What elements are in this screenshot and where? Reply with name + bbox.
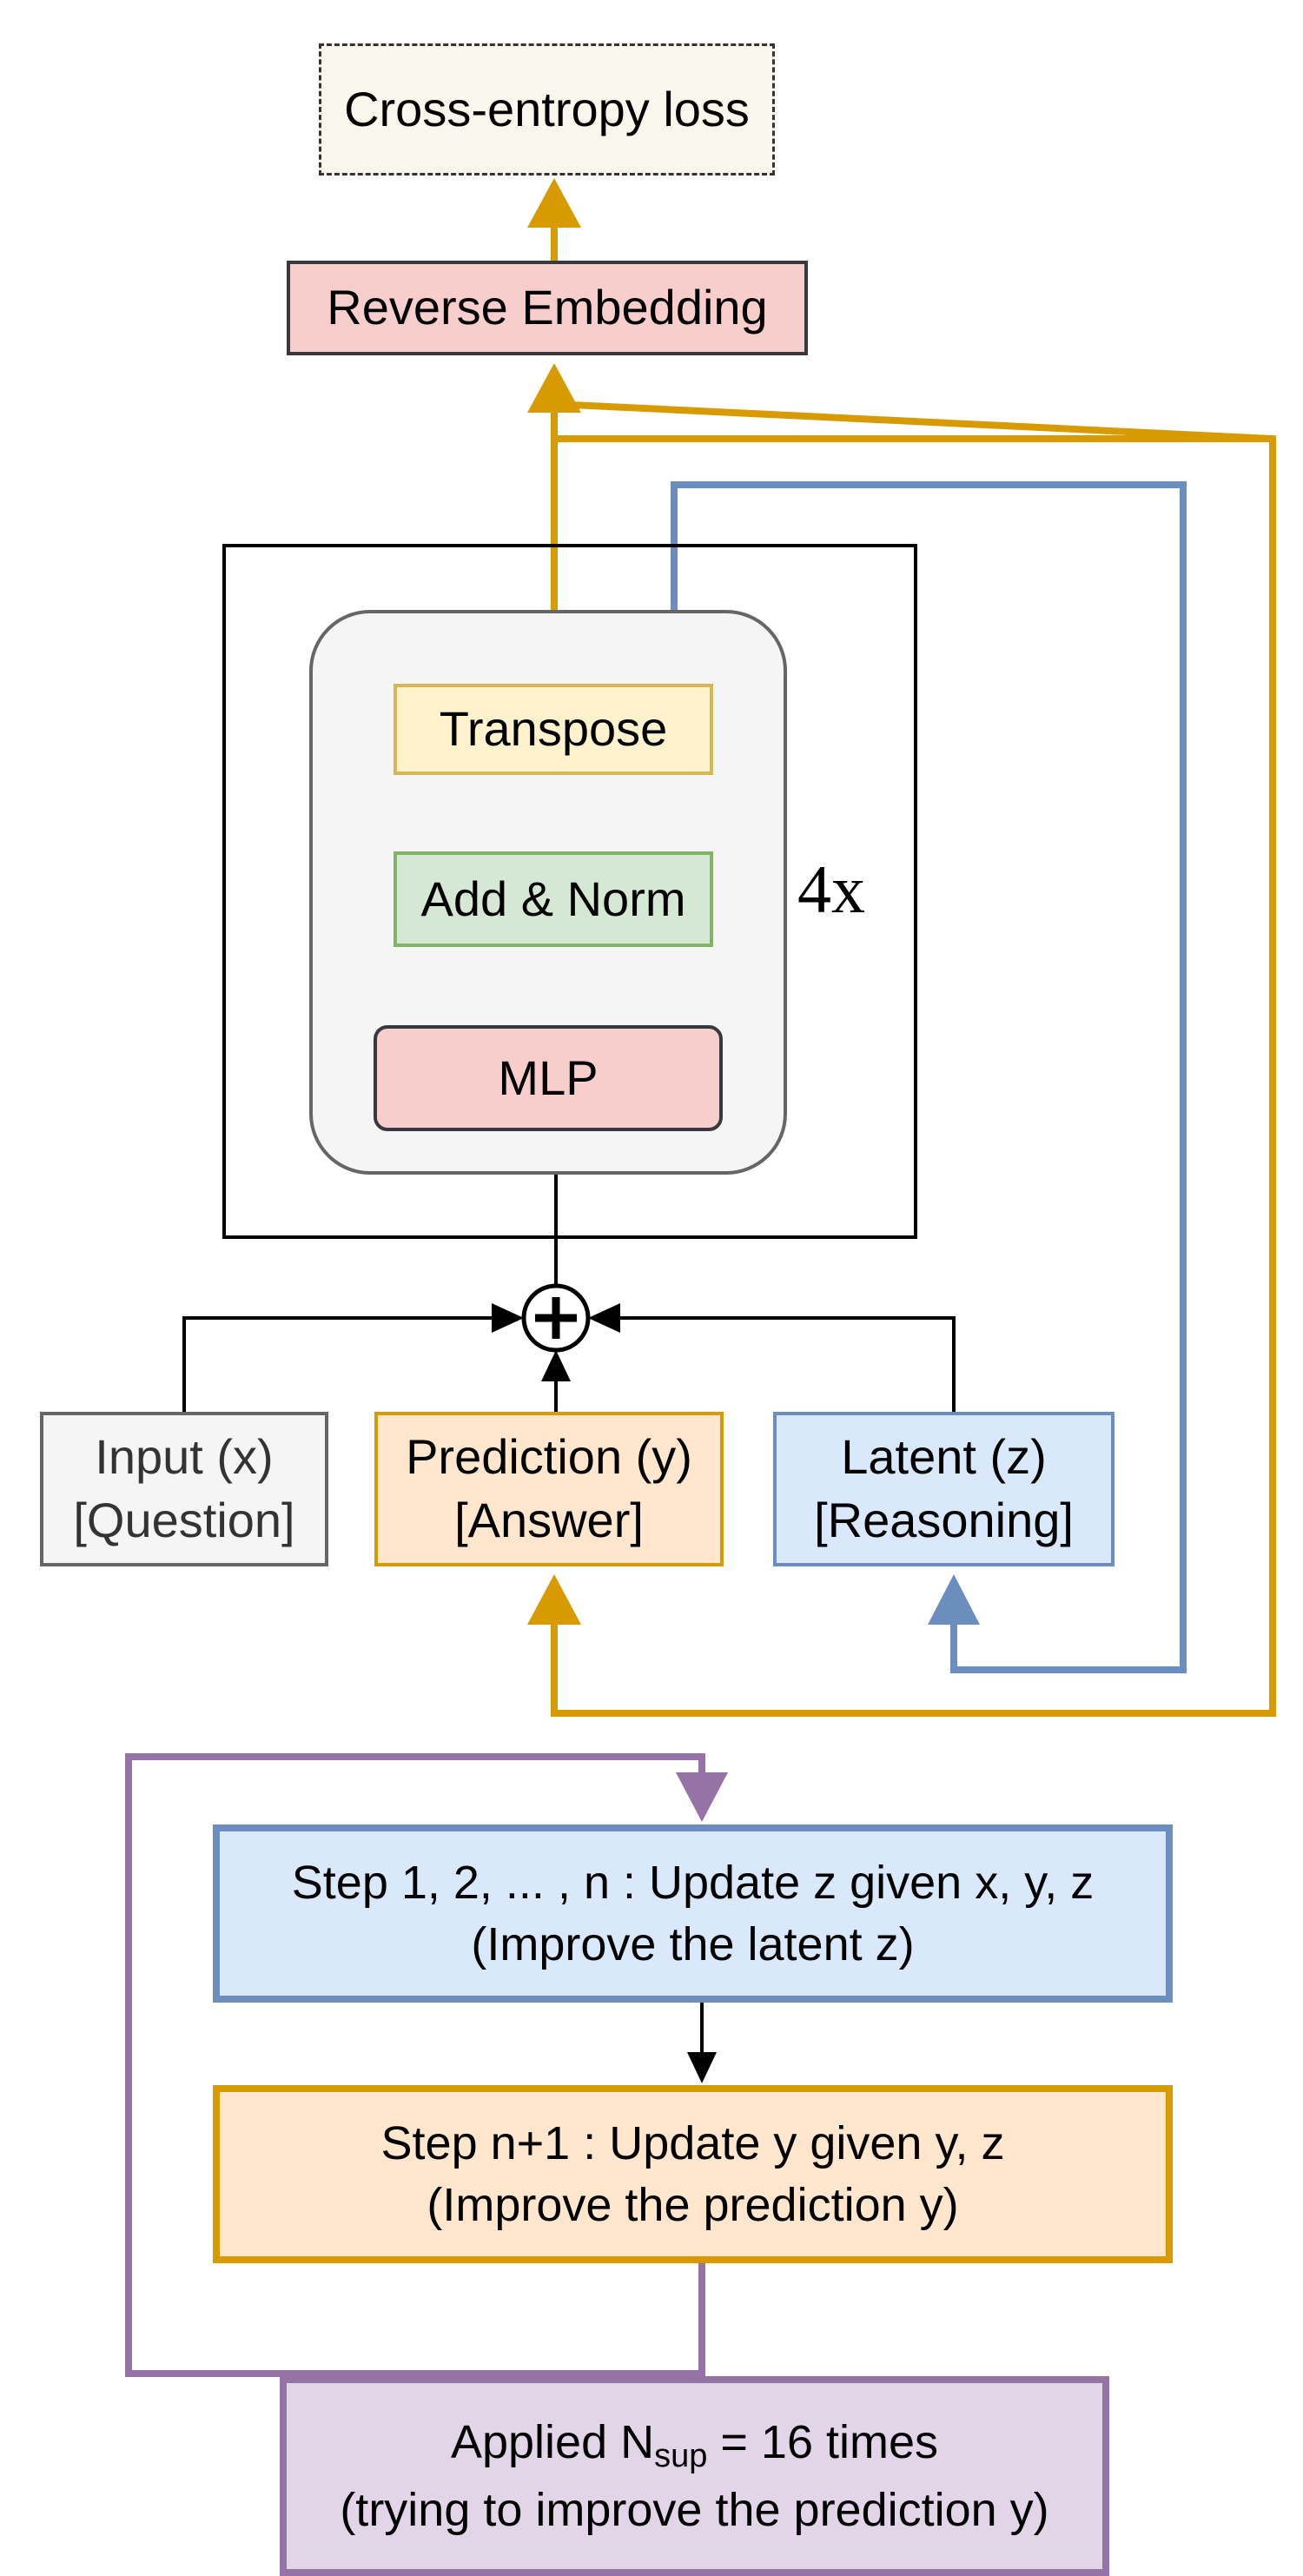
input-x-box: Input (x) [Question] bbox=[40, 1412, 328, 1566]
outer-loop-line bbox=[125, 1753, 705, 2377]
reverse-embedding-box: Reverse Embedding bbox=[287, 261, 808, 355]
prediction-y-box: Prediction (y) [Answer] bbox=[374, 1412, 724, 1566]
latent-z-label: Latent (z) bbox=[841, 1429, 1047, 1485]
repeated-block-frame bbox=[222, 544, 917, 1239]
input-x-sublabel: [Question] bbox=[73, 1493, 295, 1547]
arrow-from-latent-z bbox=[588, 1303, 620, 1333]
arrow-to-reverse-embedding bbox=[527, 363, 581, 413]
step-prediction-title: Step n+1 : Update y given y, z bbox=[380, 2117, 1005, 2170]
arrow-to-loss bbox=[527, 178, 581, 228]
latent-z-box: Latent (z) [Reasoning] bbox=[773, 1412, 1114, 1566]
step-prediction-description: (Improve the prediction y) bbox=[427, 2178, 959, 2231]
mlp-box: MLP bbox=[374, 1025, 723, 1131]
step-update-prediction-box: Step n+1 : Update y given y, z (Improve … bbox=[213, 2085, 1173, 2263]
arrow-step-to-step bbox=[687, 2052, 717, 2083]
arrow-to-prediction bbox=[527, 1574, 581, 1625]
mlp-label: MLP bbox=[498, 1050, 599, 1105]
prediction-y-label: Prediction (y) bbox=[406, 1429, 692, 1485]
applied-subscript: sup bbox=[654, 2437, 708, 2474]
arrow-to-latent bbox=[928, 1574, 980, 1625]
prediction-y-sublabel: [Answer] bbox=[454, 1493, 644, 1547]
latent-z-line bbox=[617, 1316, 956, 1412]
step-latent-description: (Improve the latent z) bbox=[471, 1917, 915, 1970]
latent-z-sublabel: [Reasoning] bbox=[814, 1493, 1074, 1547]
step-update-latent-box: Step 1, 2, ... , n : Update z given x, y… bbox=[213, 1824, 1173, 2003]
add-norm-box: Add & Norm bbox=[394, 851, 713, 947]
input-x-label: Input (x) bbox=[95, 1429, 274, 1485]
applied-count-line: Applied Nsup = 16 times bbox=[451, 2408, 938, 2476]
reverse-embedding-label: Reverse Embedding bbox=[327, 280, 768, 335]
latent-feedback-line bbox=[671, 481, 1187, 1673]
transpose-box: Transpose bbox=[394, 684, 713, 775]
add-norm-label: Add & Norm bbox=[420, 871, 686, 926]
arrow-from-input-x bbox=[492, 1303, 524, 1333]
step-latent-title: Step 1, 2, ... , n : Update z given x, y… bbox=[291, 1857, 1095, 1910]
arrow-from-prediction-y bbox=[541, 1350, 571, 1381]
applied-prefix: Applied N bbox=[450, 2415, 655, 2468]
input-x-line bbox=[182, 1316, 495, 1412]
repeat-count-label: 4x bbox=[797, 851, 865, 927]
cross-entropy-loss-box: Cross-entropy loss bbox=[319, 43, 775, 175]
applied-suffix: = 16 times bbox=[707, 2415, 939, 2468]
arrow-to-step-latent bbox=[676, 1772, 728, 1822]
loss-label: Cross-entropy loss bbox=[344, 81, 750, 136]
transpose-label: Transpose bbox=[439, 701, 668, 757]
applied-description: (trying to improve the prediction y) bbox=[340, 2484, 1049, 2536]
applied-times-box: Applied Nsup = 16 times (trying to impro… bbox=[280, 2376, 1109, 2576]
